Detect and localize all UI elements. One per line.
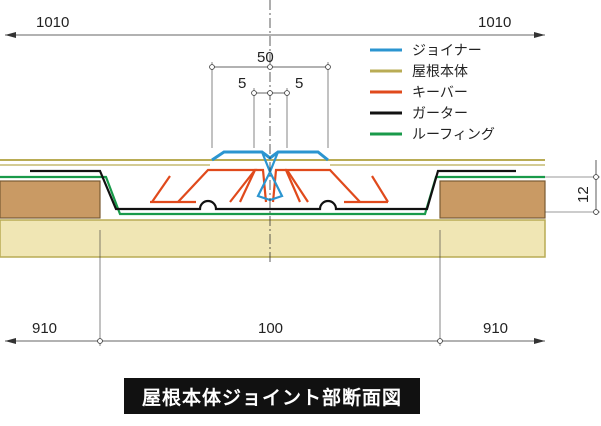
keybar-left bbox=[177, 168, 258, 203]
dim-12-label: 12 bbox=[575, 186, 592, 203]
roof-deck-board bbox=[0, 219, 546, 258]
gutter-line bbox=[30, 169, 516, 211]
dim-50-node-right bbox=[325, 64, 331, 70]
bottom-center-dim-label: 100 bbox=[258, 320, 283, 337]
legend-label-roofing: ルーフィング bbox=[412, 126, 495, 142]
bottom-right-dim-label: 910 bbox=[483, 320, 508, 337]
bottom-node-left bbox=[97, 338, 103, 344]
right-wood-block bbox=[439, 180, 546, 219]
bottom-dim-arrow-left bbox=[5, 338, 16, 344]
legend-label-gutter: ガーター bbox=[412, 105, 468, 121]
legend-label-keybar: キーバー bbox=[412, 84, 468, 100]
dim-5-node-center bbox=[267, 90, 273, 96]
legend: ジョイナー 屋根本体 キーバー ガーター ルーフィング bbox=[370, 42, 495, 142]
top-dim-arrow-right bbox=[534, 32, 545, 38]
dim-50-node-center bbox=[267, 64, 273, 70]
left-wood-block bbox=[0, 180, 101, 219]
dim-5-node-right bbox=[284, 90, 290, 96]
dim-5-left-label: 5 bbox=[238, 75, 246, 92]
diagram-caption: 屋根本体ジョイント部断面図 bbox=[124, 378, 420, 414]
keybar-left-outer bbox=[150, 175, 196, 204]
top-dim-arrow-left bbox=[5, 32, 16, 38]
bottom-dim-arrow-right bbox=[534, 338, 545, 344]
bottom-left-dim-label: 910 bbox=[32, 320, 57, 337]
keybar-right-outer bbox=[344, 175, 389, 204]
keybar-center-right bbox=[271, 168, 302, 203]
dim-5-node-left bbox=[251, 90, 257, 96]
dim-12-node-bottom bbox=[593, 209, 599, 215]
roofing-line bbox=[0, 175, 545, 216]
legend-label-roof-body: 屋根本体 bbox=[412, 63, 468, 79]
dim-12-node-top bbox=[593, 174, 599, 180]
dim-5-right-label: 5 bbox=[295, 75, 303, 92]
keybar-right bbox=[284, 168, 361, 203]
legend-label-joiner: ジョイナー bbox=[412, 42, 482, 58]
top-right-dim-label: 1010 bbox=[478, 14, 511, 31]
keybar-center-left bbox=[239, 168, 268, 203]
bottom-node-right bbox=[437, 338, 443, 344]
dim-50-node-left bbox=[209, 64, 215, 70]
top-left-dim-label: 1010 bbox=[36, 14, 69, 31]
dim-50-label: 50 bbox=[257, 49, 274, 66]
caption-text: 屋根本体ジョイント部断面図 bbox=[141, 387, 402, 409]
